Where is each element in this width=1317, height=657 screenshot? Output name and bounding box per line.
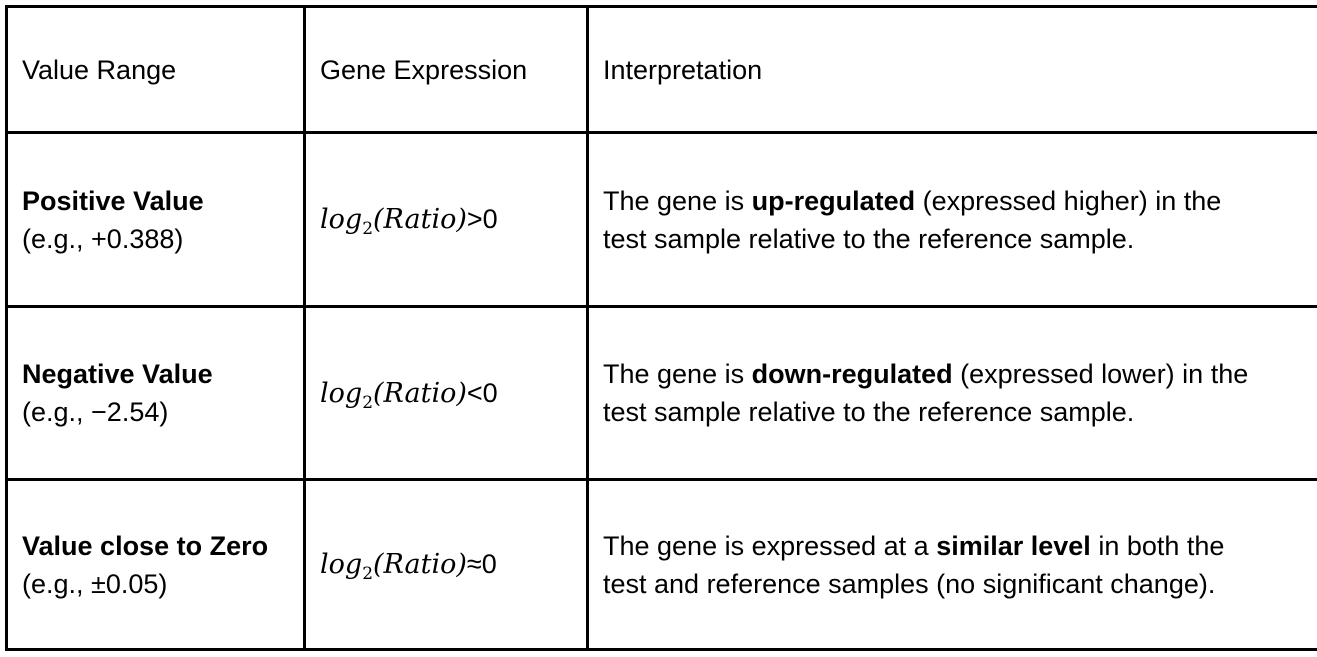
header-row: Value Range Gene Expression Interpretati… [5, 5, 1317, 134]
interpretation-text: (expressed lower) in the test sample rel… [603, 359, 1249, 427]
log-argument: (Ratio) [373, 204, 467, 235]
interpretation-text: The gene is expressed at a [603, 530, 937, 561]
gene-expression-cell: log2(Ratio)≈0 [303, 478, 589, 651]
interpretation-bold-text: down-regulated [751, 359, 953, 389]
relation-to-zero: >0 [466, 204, 498, 234]
value-range-title: Positive Value [22, 185, 204, 216]
relation-to-zero: <0 [466, 377, 498, 408]
log-function: log [320, 204, 363, 235]
gene-expression-table: Value Range Gene Expression Interpretati… [5, 5, 1317, 651]
interpretation-cell: The gene is up-regulated (expressed high… [586, 131, 1317, 308]
interpretation-bold-text: similar level [936, 530, 1091, 561]
value-range-example: (e.g., +0.388) [22, 223, 184, 254]
value-range-cell: Negative Value (e.g., −2.54) [5, 305, 306, 481]
interpretation-text: (expressed higher) in the test sample re… [603, 185, 1222, 254]
interpretation-cell: The gene is down-regulated (expressed lo… [586, 305, 1317, 481]
log-argument: (Ratio) [373, 549, 467, 580]
interpretation-text: The gene is [603, 359, 752, 389]
value-range-cell: Positive Value (e.g., +0.388) [5, 131, 306, 308]
relation-to-zero: ≈0 [466, 549, 497, 579]
log-expression: log2(Ratio)<0 [320, 377, 498, 412]
table-row: Value close to Zero (e.g., ±0.05) log2(R… [5, 478, 1317, 651]
value-range-title: Negative Value [22, 359, 213, 389]
table-row: Positive Value (e.g., +0.388) log2(Ratio… [5, 131, 1317, 308]
log-expression: log2(Ratio)>0 [320, 204, 498, 238]
interpretation-cell: The gene is expressed at a similar level… [586, 478, 1317, 651]
gene-expression-cell: log2(Ratio)>0 [303, 131, 589, 308]
value-range-cell: Value close to Zero (e.g., ±0.05) [5, 478, 306, 651]
header-value-range: Value Range [5, 5, 306, 134]
log-expression: log2(Ratio)≈0 [320, 549, 497, 583]
value-range-title: Value close to Zero [22, 530, 269, 561]
value-range-example: (e.g., −2.54) [22, 397, 169, 427]
log-base-subscript: 2 [362, 564, 374, 584]
interpretation-text: in both the test and reference samples (… [603, 530, 1225, 599]
interpretation-text: The gene is [603, 185, 752, 216]
value-range-example: (e.g., ±0.05) [22, 568, 168, 599]
header-interpretation: Interpretation [586, 5, 1317, 134]
table-header: Value Range Gene Expression Interpretati… [5, 5, 1317, 134]
log-function: log [320, 377, 363, 409]
gene-expression-cell: log2(Ratio)<0 [303, 305, 589, 481]
log-base-subscript: 2 [362, 219, 374, 239]
table-body: Positive Value (e.g., +0.388) log2(Ratio… [5, 131, 1317, 651]
interpretation-bold-text: up-regulated [751, 185, 916, 216]
table-row: Negative Value (e.g., −2.54) log2(Ratio)… [5, 305, 1317, 481]
log-function: log [320, 549, 363, 580]
log-argument: (Ratio) [373, 377, 467, 409]
header-gene-expression: Gene Expression [303, 5, 589, 134]
log-base-subscript: 2 [362, 392, 374, 413]
